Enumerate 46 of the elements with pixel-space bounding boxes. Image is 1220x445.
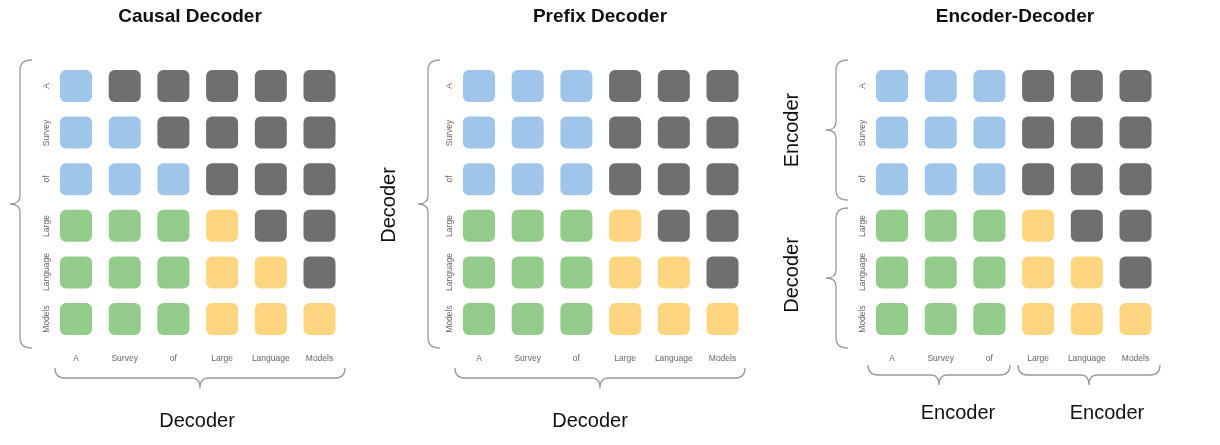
token-label: of: [169, 353, 177, 363]
token-label: of: [444, 175, 454, 183]
axis-label: Decoder: [779, 237, 803, 313]
panel-title: Prefix Decoder: [532, 5, 668, 27]
token-label: Models: [41, 305, 51, 333]
token-label: A: [41, 83, 51, 89]
axis-label: Encoder: [1069, 400, 1145, 424]
axis-label: Encoder: [920, 400, 996, 424]
token-label: Models: [444, 305, 454, 333]
axis-label: Decoder: [159, 408, 235, 432]
token-label: Models: [708, 353, 737, 363]
token-label: Models: [305, 353, 334, 363]
token-label: Language: [251, 353, 290, 363]
token-label: of: [857, 175, 867, 183]
token-label: Large: [1027, 353, 1049, 363]
token-label: A: [444, 83, 454, 89]
token-label: of: [41, 175, 51, 183]
axis-label: Decoder: [552, 408, 628, 432]
token-label: Language: [1067, 353, 1106, 363]
axis-label: Encoder: [779, 92, 803, 168]
token-label: A: [476, 353, 482, 363]
token-label: Survey: [857, 119, 867, 146]
token-label: Large: [211, 353, 233, 363]
token-label: Survey: [514, 353, 541, 363]
token-label: A: [889, 353, 895, 363]
token-label: Models: [857, 305, 867, 333]
token-label: Language: [444, 253, 454, 292]
token-label: Language: [857, 253, 867, 292]
token-label: Large: [614, 353, 636, 363]
token-label: Survey: [927, 353, 954, 363]
token-label: Large: [444, 214, 454, 237]
token-label: Models: [1121, 353, 1150, 363]
token-label: Survey: [111, 353, 138, 363]
panel-title: Causal Decoder: [118, 5, 262, 27]
panel-title: Encoder-Decoder: [935, 5, 1095, 27]
token-label: of: [572, 353, 580, 363]
token-label: A: [73, 353, 79, 363]
token-label: A: [857, 83, 867, 89]
token-label: Large: [857, 214, 867, 237]
token-label: Language: [654, 353, 693, 363]
token-label: Survey: [444, 119, 454, 146]
token-label: Language: [41, 253, 51, 292]
token-label: Large: [41, 214, 51, 237]
axis-label: Decoder: [376, 167, 400, 243]
token-label: of: [985, 353, 993, 363]
token-label: Survey: [41, 119, 51, 146]
